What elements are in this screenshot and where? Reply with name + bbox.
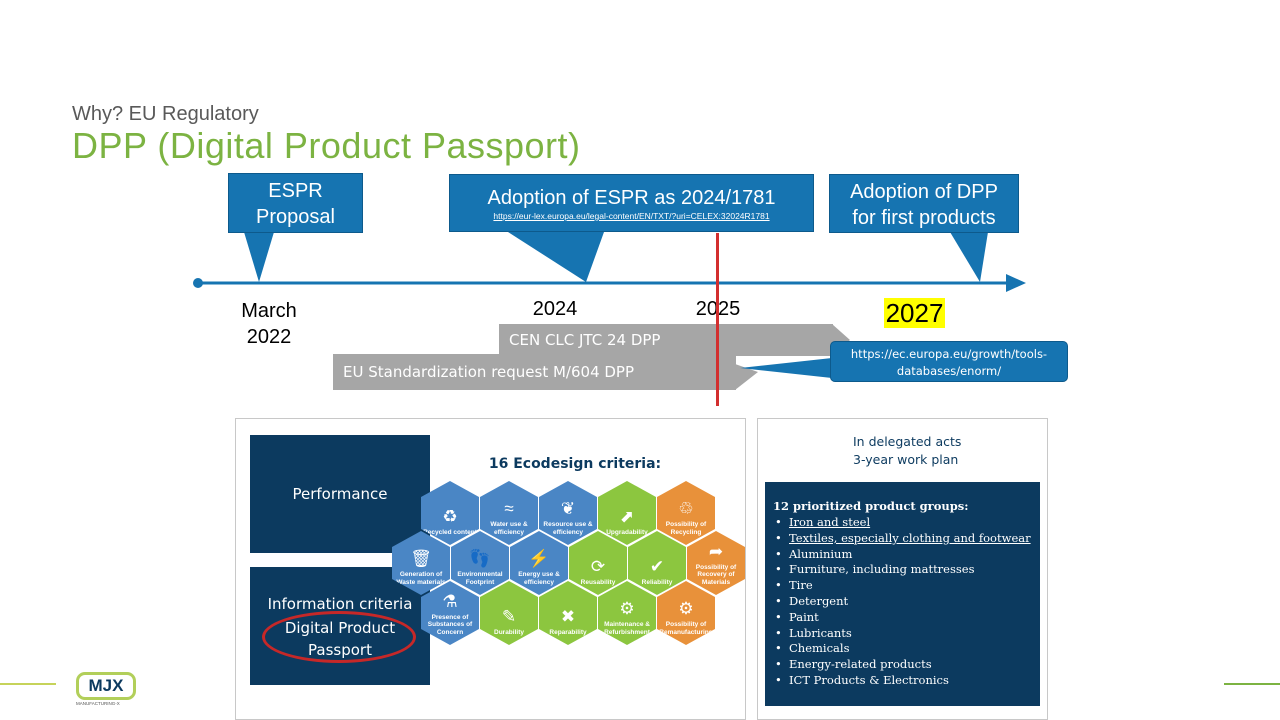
callout-pointer-dpp [950,232,988,282]
marker-gap [640,406,772,418]
product-group-item: Iron and steel [773,515,1032,531]
product-groups-title: 12 prioritized product groups: [773,499,969,513]
product-group-item: Furniture, including mattresses [773,562,1032,578]
callout-dpp-adoption: Adoption of DPP for first products [829,174,1019,233]
hex-criterion: ✔ Reliability [628,531,686,595]
hex-label: Reliability [641,578,673,586]
hex-criterion: 👣 Environmental Footprint [451,531,509,595]
hex-label: Resource use & efficiency [543,521,593,536]
hex-label: Recycled content [423,528,477,536]
slide-subtitle: Why? EU Regulatory [72,103,259,125]
year-2024: 2024 [532,298,578,320]
hex-criterion: ✖ Reparability [539,581,597,645]
hex-label: Water use & efficiency [490,521,528,536]
dpp-circle-highlight [262,611,416,663]
flask-icon: ⚗ [442,591,458,611]
product-group-item: Tire [773,578,1032,594]
year-2027-highlight: 2027 [884,298,945,328]
hex-criterion: ➦Possibility of Recovery of Materials [687,531,745,595]
recycle-icon: ♻ [442,506,458,526]
shield-icon: ✔ [649,556,665,576]
callout-espr-adoption: Adoption of ESPR as 2024/1781 https://eu… [449,174,814,232]
eu-bar-tip [735,364,758,390]
leaf-icon: ❦ [560,499,576,518]
hex-criterion: ⚡ Energy use & efficiency [510,531,568,595]
hex-label: Possibility of Recovery of Materials [695,563,737,586]
recycle-bin-icon: ♲ [678,499,694,518]
year-march-2022: March 2022 [241,300,297,348]
durability-icon: ✎ [501,606,517,626]
timeline-graphic [193,232,1026,390]
hex-criterion: ♲ Possibility of Recycling [657,481,715,545]
footer-line-left [0,683,56,685]
tools-icon: ✖ [560,606,576,626]
slide-title: DPP (Digital Product Passport) [72,125,581,166]
trash-icon: 🗑 [410,549,432,568]
enorm-pointer [740,358,832,378]
hex-criterion: ⬈ Upgradability [598,481,656,545]
performance-box: Performance [250,435,430,553]
water-icon: ≈ [504,499,514,518]
product-groups-box: 12 prioritized product groups: Iron and … [765,482,1040,706]
bar-cen-clc-jtc24: CEN CLC JTC 24 DPP [499,324,833,356]
footer-line-right [1224,683,1280,685]
stairs-icon: ⬈ [619,506,635,526]
hex-criterion: ⚙ Possibility of Remanufacturing [657,581,715,645]
hex-label: Presence of Substances of Concern [427,613,473,636]
arrow-icon: ➦ [708,541,724,561]
hex-label: Upgradability [606,528,648,536]
timeline-start-dot [193,278,203,288]
hex-label: Maintenance & Refurbishment [604,621,650,636]
hex-label: Energy use & efficiency [518,571,560,586]
hex-label: Reusability [580,578,616,586]
hex-label: Reparability [549,628,587,636]
footprint-icon: 👣 [469,549,491,568]
energy-icon: ⚡ [528,549,550,568]
callout-pointer-adoption [508,232,604,282]
mjx-logo-tagline: MANUFACTURING-X [76,701,120,706]
hex-criterion: ⚗Presence of Substances of Concern [421,581,479,645]
product-groups-list: Iron and steelTextiles, especially cloth… [773,515,1032,689]
product-group-item: Detergent [773,594,1032,610]
hex-criterion: ⚙ Maintenance & Refurbishment [598,581,656,645]
product-group-item: Chemicals [773,641,1032,657]
hex-label: Possibility of Remanufacturing [659,621,713,636]
callout-espr-proposal: ESPR Proposal [228,173,363,233]
hex-label: Possibility of Recycling [665,521,707,536]
product-group-item: Energy-related products [773,657,1032,673]
timeline-arrowhead [1006,274,1026,292]
remanufacture-icon: ⚙ [678,599,694,618]
hex-criterion: ❦ Resource use & efficiency [539,481,597,545]
reuse-icon: ⟳ [590,556,606,576]
hex-label: Environmental Footprint [457,571,503,586]
current-year-marker [716,233,719,418]
product-group-item: Lubricants [773,626,1032,642]
ecodesign-title: 16 Ecodesign criteria: [488,456,662,472]
delegated-acts-note: In delegated acts 3-year work plan [853,434,962,467]
mjx-logo: MJX [76,672,136,700]
hex-label: Generation of Waste materials [396,571,446,586]
maintenance-icon: ⚙ [619,599,635,618]
hex-criterion: ⟳ Reusability [569,531,627,595]
enorm-link[interactable]: https://ec.europa.eu/growth/tools-databa… [830,341,1068,382]
product-group-item: Textiles, especially clothing and footwe… [773,531,1032,547]
product-group-item: Aluminium [773,547,1032,563]
product-group-item: ICT Products & Electronics [773,673,1032,689]
product-group-item: Paint [773,610,1032,626]
hex-criterion: 🗑 Generation of Waste materials [392,531,450,595]
bar-eu-standardization: EU Standardization request M/604 DPP [333,354,736,390]
hex-label: Durability [494,628,524,636]
hex-criterion: ✎ Durability [480,581,538,645]
callout-pointer-espr [244,232,274,282]
eur-lex-link[interactable]: https://eur-lex.europa.eu/legal-content/… [493,211,770,221]
